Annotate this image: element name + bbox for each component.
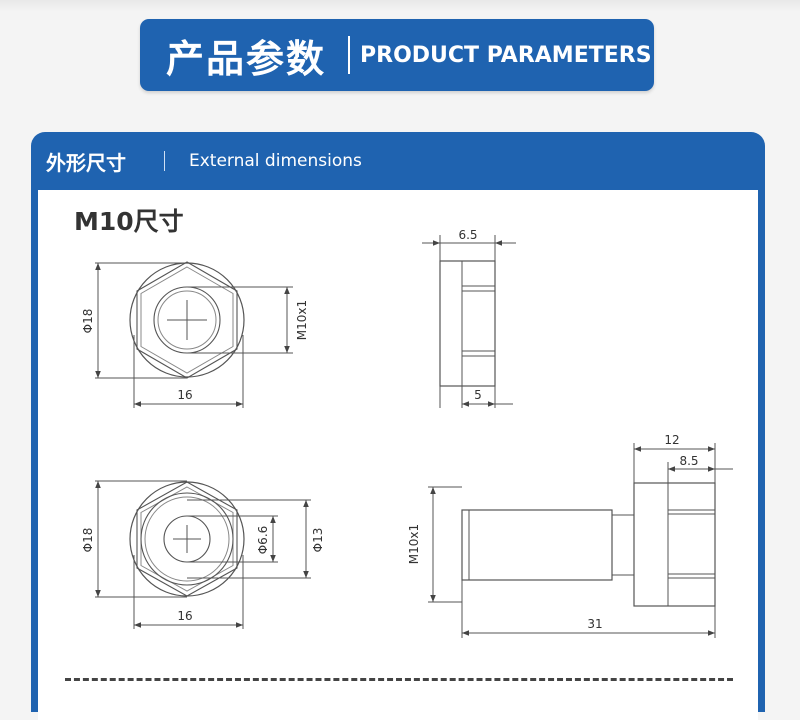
header-banner: 产品参数 PRODUCT PARAMETERS — [140, 19, 654, 91]
dim-front-top-width: 16 — [177, 388, 192, 402]
dim-front-top-thread: M10x1 — [295, 300, 309, 340]
top-shadow — [0, 0, 800, 12]
dim-side-top-thickness: 6.5 — [458, 228, 477, 242]
dim-side-bottom-thread: M10x1 — [407, 524, 421, 564]
dim-front-bottom-hole: Φ6.6 — [256, 526, 270, 555]
dim-front-bottom-width: 16 — [177, 609, 192, 623]
banner-divider — [348, 36, 350, 74]
section-title-cn: 外形尺寸 — [46, 150, 126, 175]
dim-side-bottom-head: 12 — [664, 433, 679, 447]
dim-side-top-inner: 5 — [474, 388, 482, 402]
front-view-top — [95, 261, 293, 408]
dim-front-top-dia: Φ18 — [81, 309, 95, 334]
side-view-bottom — [428, 443, 733, 638]
banner-title-en: PRODUCT PARAMETERS — [360, 42, 652, 68]
card-body: M10尺寸 — [38, 190, 758, 720]
dim-side-bottom-head-inner: 8.5 — [679, 454, 698, 468]
size-subtitle: M10尺寸 — [74, 207, 184, 236]
card-header: 外形尺寸 External dimensions — [31, 132, 765, 190]
dimension-drawing: Φ18 M10x1 16 — [81, 228, 733, 638]
dashed-separator — [65, 678, 733, 681]
section-title-en: External dimensions — [189, 151, 362, 171]
front-view-bottom — [95, 480, 311, 629]
dim-front-bottom-dia: Φ18 — [81, 528, 95, 553]
dim-front-bottom-inner-dia: Φ13 — [311, 528, 325, 553]
section-divider — [164, 151, 165, 171]
banner-title-cn: 产品参数 — [166, 36, 327, 81]
side-view-top — [422, 235, 516, 408]
dimensions-card: 外形尺寸 External dimensions M10尺寸 — [31, 132, 765, 720]
dim-side-bottom-length: 31 — [587, 617, 602, 631]
